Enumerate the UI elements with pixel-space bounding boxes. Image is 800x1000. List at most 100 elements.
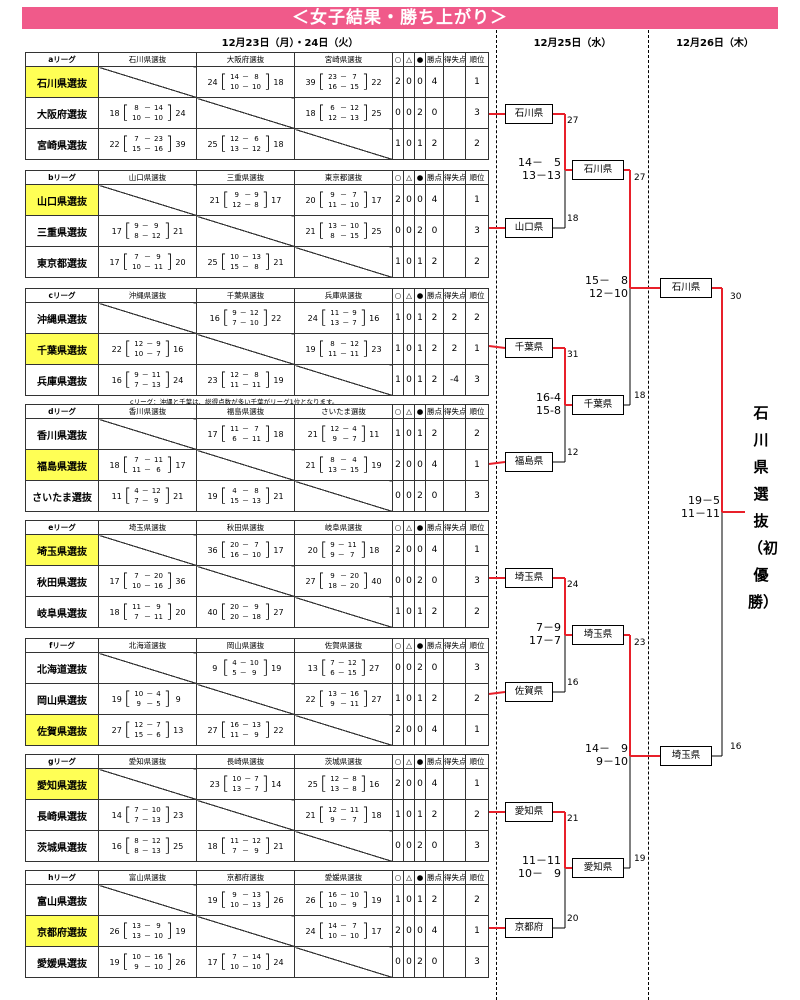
rank: 3 (465, 652, 489, 684)
self-match-cell (196, 333, 295, 365)
dash: －－ (340, 922, 347, 940)
bracket-glyph: ] (165, 601, 173, 622)
opponent-total: 21 (273, 257, 284, 267)
own-total: 25 (207, 139, 218, 149)
half-score: 8 (254, 371, 259, 379)
opponent-total: 27 (273, 607, 284, 617)
bracket-team: 愛知県 (572, 858, 624, 878)
half-score: 13 (330, 319, 340, 327)
half-score: 10 (350, 201, 359, 209)
half-score: 7 (134, 806, 139, 814)
bracket-glyph: [ (220, 889, 228, 910)
half-score: 7 (352, 435, 357, 443)
half-score: 12 (134, 721, 144, 729)
half-score: 14 (230, 73, 239, 81)
half-score: 8 (254, 201, 259, 209)
half-score: 11 (154, 613, 163, 621)
half-score: 5 (156, 700, 161, 708)
half-score: 12 (230, 135, 239, 143)
half-score: 9 (136, 700, 141, 708)
half-score: 7 (254, 775, 259, 783)
half-score: 6 (156, 466, 161, 474)
bracket-glyph: [ (318, 102, 326, 123)
dash: －－ (340, 222, 347, 240)
opponent-total: 21 (173, 226, 184, 236)
half-score: 7 (134, 497, 139, 505)
bracket-glyph: [ (318, 220, 326, 241)
dash: －－ (340, 73, 347, 91)
team-name: 三重県選抜 (25, 215, 99, 247)
half-score: 4 (134, 487, 139, 495)
half-score: 12 (330, 775, 340, 783)
half-score: 11 (154, 456, 163, 464)
dash: －－ (144, 603, 151, 621)
own-total: 18 (109, 607, 120, 617)
bracket-glyph: [ (222, 189, 230, 210)
own-total: 13 (307, 663, 318, 673)
own-total: 20 (307, 545, 318, 555)
half-score: 18 (328, 582, 337, 590)
team-name: 沖縄県選抜 (25, 302, 99, 334)
half-score: 12 (350, 340, 359, 348)
half-score: 10 (232, 775, 242, 783)
winner-path-line (488, 345, 506, 349)
bracket-glyph: ] (263, 951, 271, 972)
dash: －－ (146, 690, 154, 708)
half-score: 7 (352, 73, 357, 81)
half-score: 9 (156, 340, 161, 348)
half-score: 9 (232, 309, 237, 317)
bracket-score: 21 (567, 814, 579, 824)
bracket-score: 20 (567, 914, 579, 924)
dash: －－ (242, 487, 249, 505)
dash: －－ (340, 891, 347, 909)
bracket-glyph: [ (122, 102, 130, 123)
bracket-glyph: [ (124, 804, 132, 825)
half-scores: 7－9 17－7 (529, 621, 561, 647)
bracket-glyph: ] (165, 570, 173, 591)
dash: －－ (242, 73, 249, 91)
half-score: 15 (347, 669, 357, 677)
winner-path-line (488, 691, 506, 695)
bracket-glyph: ] (361, 102, 369, 123)
half-score: 7 (349, 551, 355, 559)
half-score: 9 (330, 551, 335, 559)
opponent-total: 9 (175, 694, 181, 704)
bracket-glyph: ] (163, 485, 171, 506)
half-score: 7 (156, 721, 161, 729)
half-score: 7 (352, 816, 357, 824)
half-score: 4 (352, 456, 357, 464)
half-score: 7 (232, 847, 237, 855)
team-name: 秋田県選抜 (25, 565, 99, 597)
half-score: 12 (249, 309, 259, 317)
self-match-cell (294, 364, 393, 396)
own-total: 14 (111, 810, 122, 820)
dash: －－ (141, 371, 149, 389)
half-score: 7 (254, 785, 259, 793)
rank: 3 (465, 97, 489, 129)
dash: －－ (242, 837, 249, 855)
dash: －－ (146, 721, 154, 739)
half-score: 14 (252, 953, 261, 961)
bracket-glyph: ] (261, 773, 269, 794)
bracket-glyph: [ (122, 601, 130, 622)
half-score: 8 (352, 785, 357, 793)
bracket-glyph: [ (122, 251, 130, 272)
half-score: 8 (134, 232, 139, 240)
bracket-glyph: ] (359, 307, 367, 328)
own-total: 20 (305, 195, 316, 205)
bracket-team: 千葉県 (572, 395, 624, 415)
half-score: 13 (328, 466, 337, 474)
bracket-score: 23 (634, 638, 646, 648)
half-score: 10 (350, 222, 359, 230)
own-total: 25 (207, 257, 218, 267)
